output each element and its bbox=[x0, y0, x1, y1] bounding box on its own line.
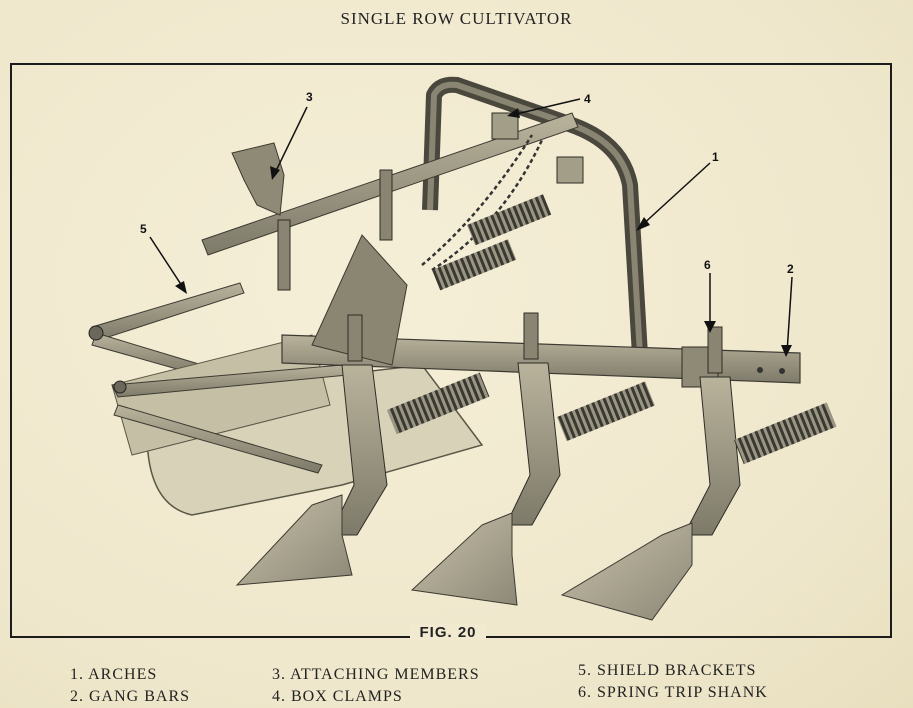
shovel-2 bbox=[410, 512, 518, 606]
legend-item: 1. ARCHES bbox=[70, 666, 158, 683]
callout-2: 2 bbox=[781, 262, 794, 357]
callout-3: 3 bbox=[270, 90, 313, 180]
callout-1: 1 bbox=[636, 150, 719, 231]
gang-bar-front bbox=[281, 334, 801, 384]
legend-item: 6. SPRING TRIP SHANK bbox=[578, 684, 768, 701]
page-title: SINGLE ROW CULTIVATOR bbox=[340, 9, 573, 28]
callout-label: 6 bbox=[704, 258, 711, 272]
legend-column-1: 1. ARCHES 2. GANG BARS bbox=[70, 664, 190, 708]
legend-item: 2. GANG BARS bbox=[70, 688, 191, 705]
callout-label: 5 bbox=[140, 222, 147, 236]
callout-label: 2 bbox=[787, 262, 794, 276]
callout-label: 4 bbox=[584, 92, 591, 106]
legend-item: 4. BOX CLAMPS bbox=[272, 688, 403, 705]
legend-column-2: 3. ATTACHING MEMBERS 4. BOX CLAMPS bbox=[272, 664, 480, 708]
legend-item: 5. SHIELD BRACKETS bbox=[578, 662, 757, 679]
callout-5: 5 bbox=[140, 222, 187, 294]
callout-label: 1 bbox=[712, 150, 719, 164]
legend-item: 3. ATTACHING MEMBERS bbox=[272, 666, 480, 683]
callout-6: 6 bbox=[704, 258, 716, 333]
box-clamp bbox=[491, 112, 519, 140]
callout-label: 3 bbox=[306, 90, 313, 104]
figure-caption: FIG. 20 bbox=[410, 624, 486, 641]
shovel-3 bbox=[560, 522, 693, 621]
spring-trip-shank bbox=[560, 326, 837, 621]
cultivator-illustration: 1 2 3 4 5 6 bbox=[88, 76, 837, 621]
attaching-member bbox=[231, 142, 285, 216]
shank-2 bbox=[410, 312, 655, 606]
callout-4: 4 bbox=[507, 92, 591, 118]
shield-bracket-bar bbox=[91, 282, 245, 342]
shank-1 bbox=[235, 314, 490, 586]
legend-column-3: 5. SHIELD BRACKETS 6. SPRING TRIP SHANK bbox=[578, 660, 768, 704]
shovel-1 bbox=[235, 494, 353, 586]
